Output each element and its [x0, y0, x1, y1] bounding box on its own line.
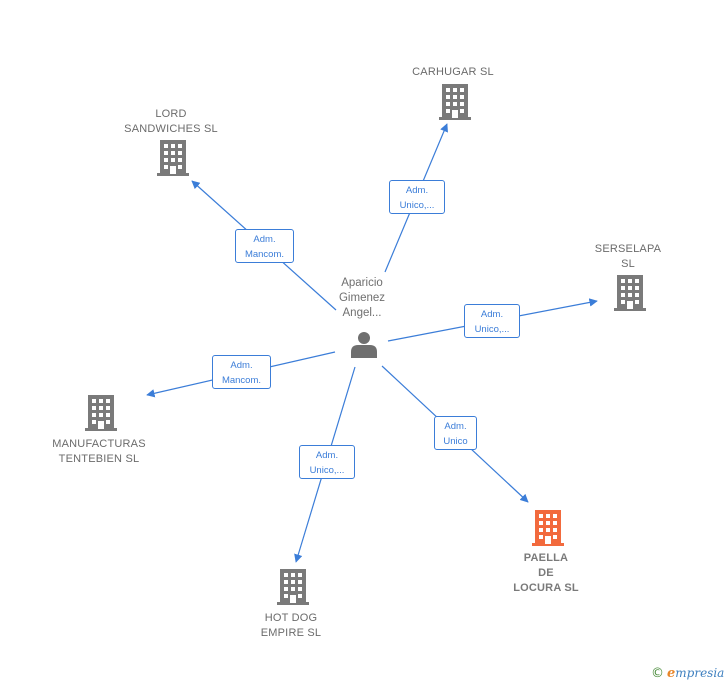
label-line: CARHUGAR SL [412, 66, 494, 78]
role-label-lord-sandwiches[interactable]: Adm. Mancom. [235, 229, 294, 263]
label-line: Angel... [342, 307, 382, 319]
label-line: LOCURA SL [513, 582, 579, 594]
label-line: PAELLA [523, 552, 569, 564]
company-name-paella-de-locura[interactable]: PAELLA DE LOCURA SL [476, 551, 616, 596]
label-line: Adm. [253, 234, 276, 245]
label-line: SANDWICHES SL [124, 123, 218, 135]
label-line: TENTEBIEN SL [58, 453, 140, 465]
label-line: Aparicio [341, 277, 383, 289]
label-line: Adm. [405, 185, 429, 196]
label-line: EMPIRE SL [260, 627, 322, 639]
label-line: DE [538, 567, 554, 579]
label-line: Unico [443, 436, 468, 447]
label-line: Adm. [230, 360, 253, 371]
company-name-serselapa[interactable]: SERSELAPA SL [558, 242, 698, 272]
label-line: Adm. [315, 450, 339, 461]
role-label-paella-de-locura[interactable]: Adm. Unico [434, 416, 477, 450]
role-label-manufacturas-tentebien[interactable]: Adm. Mancom. [212, 355, 271, 389]
building-icon[interactable] [85, 395, 117, 431]
building-icon[interactable] [614, 275, 646, 311]
copyright-icon: © [651, 666, 664, 681]
company-name-hot-dog-empire[interactable]: HOT DOG EMPIRE SL [221, 611, 361, 641]
building-icon[interactable] [439, 84, 471, 120]
label-line: MANUFACTURAS [52, 438, 146, 450]
label-line: Adm. [444, 421, 467, 432]
building-icon[interactable] [532, 510, 564, 546]
role-label-serselapa[interactable]: Adm. Unico,... [464, 304, 520, 338]
label-line: SERSELAPA [594, 243, 662, 255]
label-line: LORD [155, 108, 187, 120]
label-line: Adm. [480, 309, 504, 320]
label-line: Unico,... [309, 465, 345, 476]
label-line: Unico,... [399, 200, 435, 211]
person-icon[interactable] [351, 332, 377, 358]
company-name-carhugar[interactable]: CARHUGAR SL [383, 65, 523, 80]
empresia-logo[interactable]: empresia [667, 666, 725, 681]
label-line: Mancom. [244, 249, 285, 260]
label-line: HOT DOG [264, 612, 318, 624]
label-line: Mancom. [221, 375, 262, 386]
role-label-carhugar[interactable]: Adm. Unico,... [389, 180, 445, 214]
company-name-lord-sandwiches[interactable]: LORD SANDWICHES SL [101, 107, 241, 137]
building-icon[interactable] [157, 140, 189, 176]
label-line: SL [621, 258, 635, 270]
label-line: Unico,... [474, 324, 510, 335]
role-label-hot-dog-empire[interactable]: Adm. Unico,... [299, 445, 355, 479]
company-name-manufacturas-tentebien[interactable]: MANUFACTURAS TENTEBIEN SL [29, 437, 169, 467]
building-icon[interactable] [277, 569, 309, 605]
label-line: Gimenez [338, 292, 386, 304]
